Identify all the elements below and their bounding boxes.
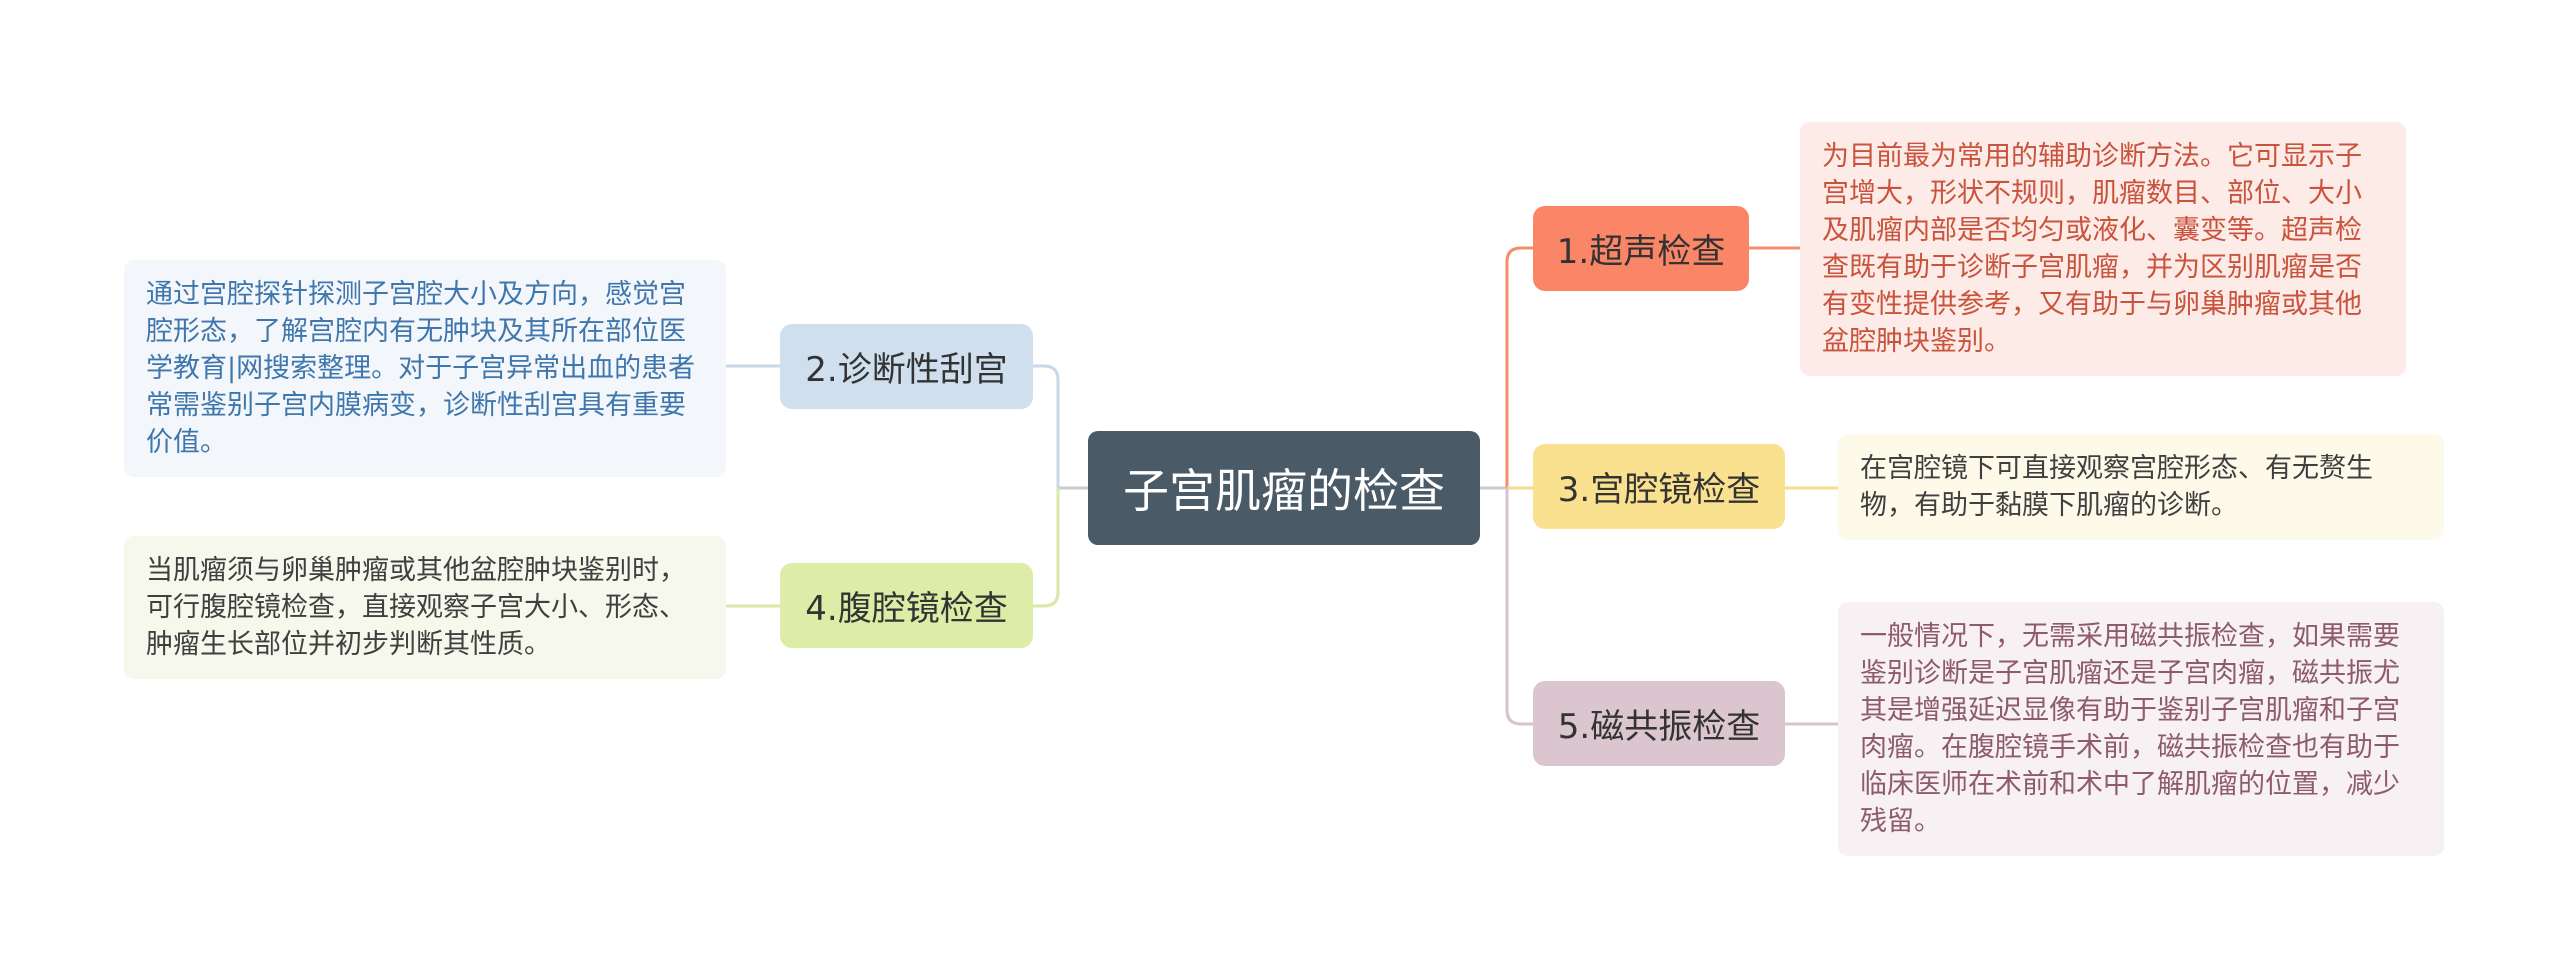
branch-hysteroscopy[interactable]: 3.宫腔镜检查	[1533, 444, 1785, 529]
branch-diagnostic-curettage[interactable]: 2.诊断性刮宫	[780, 324, 1033, 409]
detail-hysteroscopy[interactable]: 在宫腔镜下可直接观察宫腔形态、有无赘生物，有助于黏膜下肌瘤的诊断。	[1838, 434, 2444, 540]
branch-laparoscopy[interactable]: 4.腹腔镜检查	[780, 563, 1033, 648]
detail-laparoscopy[interactable]: 当肌瘤须与卵巢肿瘤或其他盆腔肿块鉴别时，可行腹腔镜检查，直接观察子宫大小、形态、…	[124, 536, 726, 679]
connector-branch-1	[1505, 246, 1533, 488]
detail-diagnostic-curettage[interactable]: 通过宫腔探针探测子宫腔大小及方向，感觉宫腔形态，了解宫腔内有无肿块及其所在部位医…	[124, 260, 726, 477]
connector-branch-2	[1033, 364, 1060, 488]
central-topic[interactable]: 子宫肌瘤的检查	[1088, 431, 1480, 545]
connector-branch-4	[1033, 488, 1060, 608]
detail-ultrasound[interactable]: 为目前最为常用的辅助诊断方法。它可显示子宫增大，形状不规则，肌瘤数目、部位、大小…	[1800, 122, 2406, 376]
branch-mri[interactable]: 5.磁共振检查	[1533, 681, 1785, 766]
connector-branch-5	[1505, 488, 1533, 726]
branch-ultrasound[interactable]: 1.超声检查	[1533, 206, 1749, 291]
detail-mri[interactable]: 一般情况下，无需采用磁共振检查，如果需要鉴别诊断是子宫肌瘤还是子宫肉瘤，磁共振尤…	[1838, 602, 2444, 856]
